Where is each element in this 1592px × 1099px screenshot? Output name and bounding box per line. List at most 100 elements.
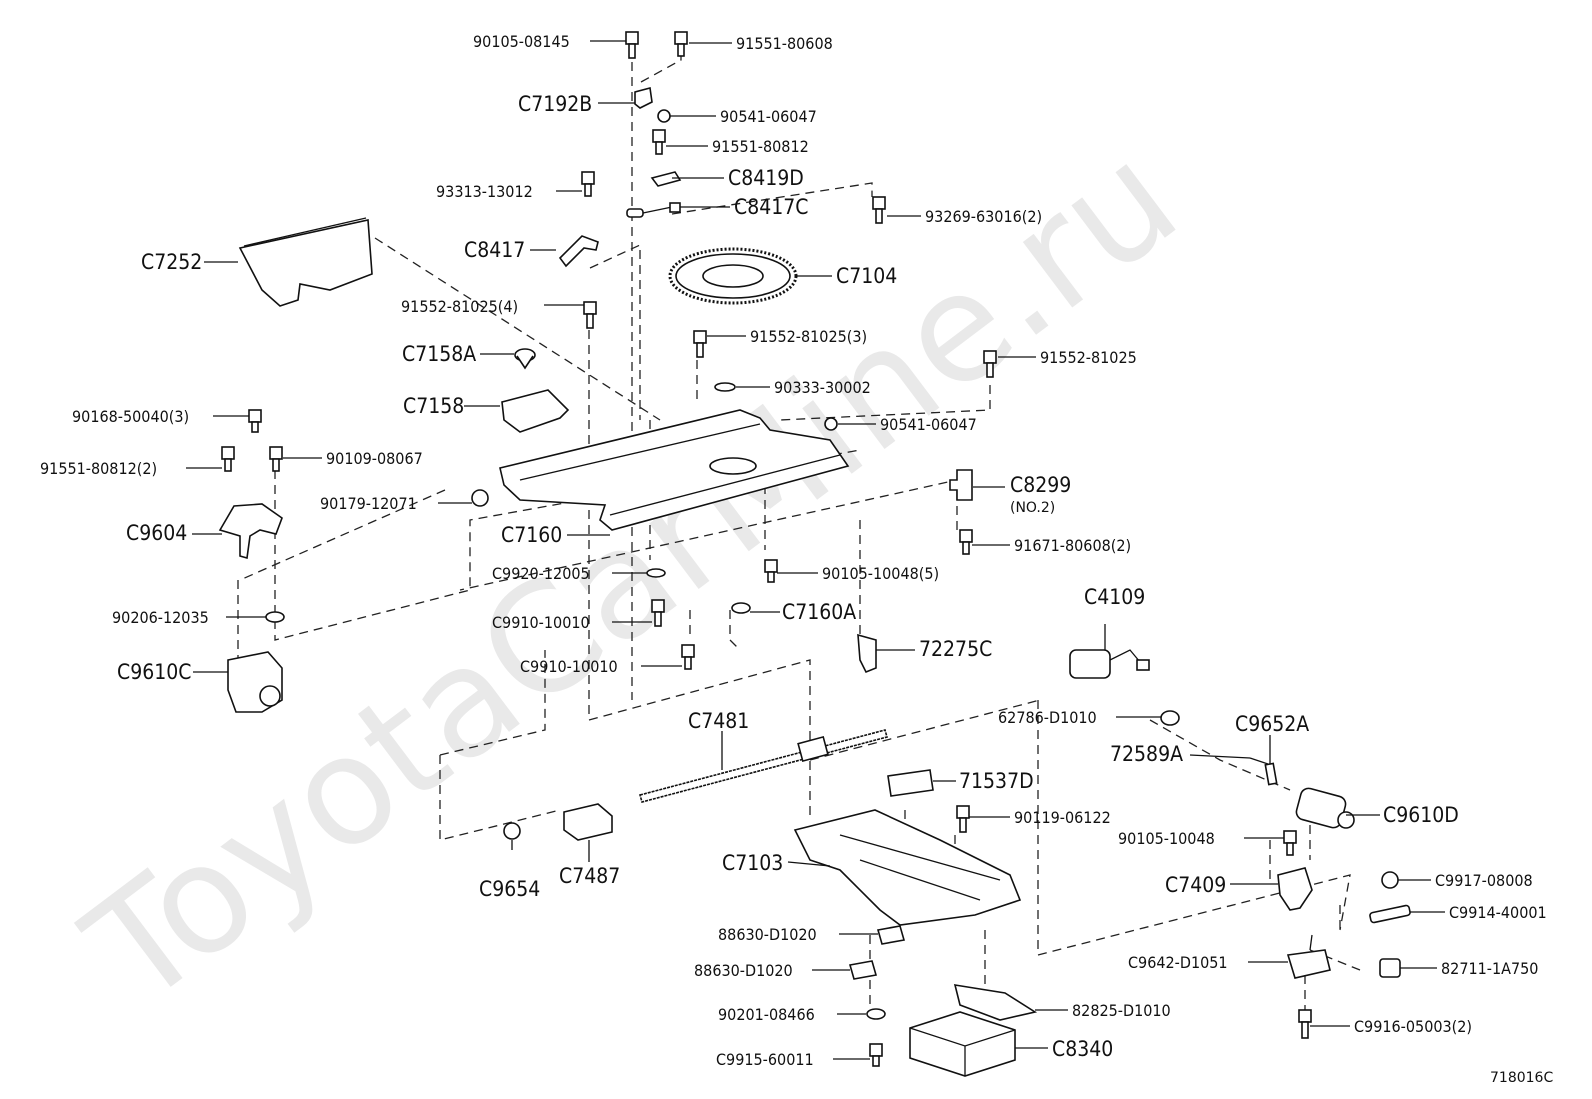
label-90109-08067: 90109-08067	[326, 449, 423, 468]
label-C9910-10010-b: C9910-10010	[520, 657, 618, 676]
bracket-C9642-D1051-shape	[1286, 934, 1331, 979]
label-62786-D1010: 62786-D1010	[998, 708, 1097, 727]
bracket-C9604-shape	[218, 503, 283, 560]
label-C8417C: C8417C	[734, 195, 808, 219]
bolt-91551-80812-2-shape	[221, 446, 235, 472]
label-C7487: C7487	[559, 864, 620, 888]
label-90206-12035: 90206-12035	[112, 608, 209, 627]
label-90541-06047-a: 90541-06047	[720, 107, 817, 126]
cap-C7160A-shape	[731, 602, 751, 614]
bolt-C9916-05003-shape	[1298, 1009, 1312, 1039]
label-C7104: C7104	[836, 264, 897, 288]
plate-C7252-shape	[238, 217, 373, 307]
label-91552-81025-3: 91552-81025(3)	[750, 327, 867, 346]
bolt-90109-08067-shape	[269, 446, 283, 472]
frame-C7160-shape	[499, 409, 850, 531]
clamp-C8419D-shape	[650, 171, 682, 187]
label-90201-08466: 90201-08466	[718, 1005, 815, 1024]
label-C9914-40001: C9914-40001	[1449, 903, 1547, 922]
label-91552-81025-4: 91552-81025(4)	[401, 297, 518, 316]
label-91551-80608: 91551-80608	[736, 34, 833, 53]
part-labels: 90105-08145 91551-80608 C7192B 90541-060…	[40, 32, 1553, 1086]
motor-C4109-shape	[1069, 649, 1150, 679]
label-90333-30002: 90333-30002	[774, 378, 871, 397]
connector-82711-1A750-shape	[1379, 958, 1401, 978]
clip-88630-D1020b-shape	[848, 960, 878, 980]
label-C8417: C8417	[464, 238, 525, 262]
label-91552-81025: 91552-81025	[1040, 348, 1137, 367]
label-91671-80608-2: 91671-80608(2)	[1014, 536, 1131, 555]
label-88630-D1020-b: 88630-D1020	[694, 961, 793, 980]
label-C8299: C8299	[1010, 473, 1071, 497]
label-C9610C: C9610C	[117, 660, 191, 684]
label-C7481: C7481	[688, 709, 749, 733]
label-72589A: 72589A	[1110, 742, 1183, 766]
leader-lines	[186, 40, 1445, 1060]
label-91551-80812-2: 91551-80812(2)	[40, 459, 157, 478]
label-90541-06047-b: 90541-06047	[880, 415, 977, 434]
label-82825-D1010: 82825-D1010	[1072, 1001, 1171, 1020]
motor-C9610C-shape	[227, 651, 283, 713]
label-82711-1A750: 82711-1A750	[1441, 959, 1538, 978]
bolt-C9915-60011-shape	[869, 1043, 883, 1067]
label-C9920-12005: C9920-12005	[492, 564, 590, 583]
label-C9642-D1051: C9642-D1051	[1128, 953, 1228, 972]
label-C9915-60011: C9915-60011	[716, 1050, 814, 1069]
grommet-62786-D1010-shape	[1160, 710, 1180, 726]
label-C7409: C7409	[1165, 873, 1226, 897]
ring-90333-30002-shape	[714, 382, 736, 392]
washer-90201-08466-shape	[866, 1008, 886, 1020]
label-C9916-05003-2: C9916-05003(2)	[1354, 1017, 1472, 1036]
motor-C9610D-shape	[1295, 787, 1355, 829]
wire-C8417C-shape	[626, 202, 681, 218]
bracket-C7487-shape	[563, 803, 613, 841]
label-C7160A: C7160A	[782, 600, 856, 624]
label-C4109: C4109	[1084, 585, 1145, 609]
label-93269-63016-2: 93269-63016(2)	[925, 207, 1042, 226]
bolt-C9910-10010b-shape	[681, 644, 695, 670]
nut-C9654-shape	[503, 822, 521, 840]
label-C9654: C9654	[479, 877, 540, 901]
bracket-C7409-shape	[1277, 867, 1313, 911]
insulator-82825-D1010-shape	[953, 984, 1038, 1021]
label-C9604: C9604	[126, 521, 187, 545]
bolt-93269-63016-shape	[872, 196, 886, 224]
label-93313-13012: 93313-13012	[436, 182, 533, 201]
label-71537D-shape	[887, 769, 934, 797]
label-C7160: C7160	[501, 523, 562, 547]
pin-C9652A-shape	[1264, 762, 1278, 786]
label-91551-80812: 91551-80812	[712, 137, 809, 156]
bolt-90168-50040-shape	[248, 409, 262, 433]
clip-90541-06047b-shape	[824, 417, 838, 431]
gear-ring-C7104-shape	[668, 247, 798, 305]
label-C7158A: C7158A	[402, 342, 476, 366]
bolt-90105-10048-5-shape	[764, 559, 778, 583]
label-C7158: C7158	[403, 394, 464, 418]
cap-C7158A-shape	[514, 348, 536, 370]
label-C9910-10010-a: C9910-10010	[492, 613, 590, 632]
part-shapes	[218, 31, 1411, 1077]
bolt-91552-81025-3-shape	[693, 330, 707, 358]
label-90168-50040-3: 90168-50040(3)	[72, 407, 189, 426]
label-C7252: C7252	[141, 250, 202, 274]
label-90119-06122: 90119-06122	[1014, 808, 1111, 827]
bolt-91551-80812-shape	[652, 129, 666, 155]
label-C9652A: C9652A	[1235, 712, 1309, 736]
screw-shaft-C7481-shape	[639, 729, 888, 803]
bracket-C8417-shape	[558, 235, 599, 268]
label-C9917-08008: C9917-08008	[1435, 871, 1533, 890]
bolt-93313-13012-shape	[581, 171, 595, 197]
bolt-91671-80608-shape	[959, 529, 973, 555]
ecu-C8340-shape	[909, 1011, 1016, 1077]
label-90179-12071: 90179-12071	[320, 494, 417, 513]
label-C8340: C8340	[1052, 1037, 1113, 1061]
label-72275C: 72275C	[919, 637, 992, 661]
washer-90206-12035-shape	[265, 611, 285, 623]
clip-72275C-shape	[857, 633, 877, 674]
bolt-90119-06122-shape	[956, 805, 970, 833]
clip-90541-06047-shape	[657, 109, 671, 123]
label-C7103: C7103	[722, 851, 783, 875]
pin-72589A-shape	[1249, 757, 1269, 765]
